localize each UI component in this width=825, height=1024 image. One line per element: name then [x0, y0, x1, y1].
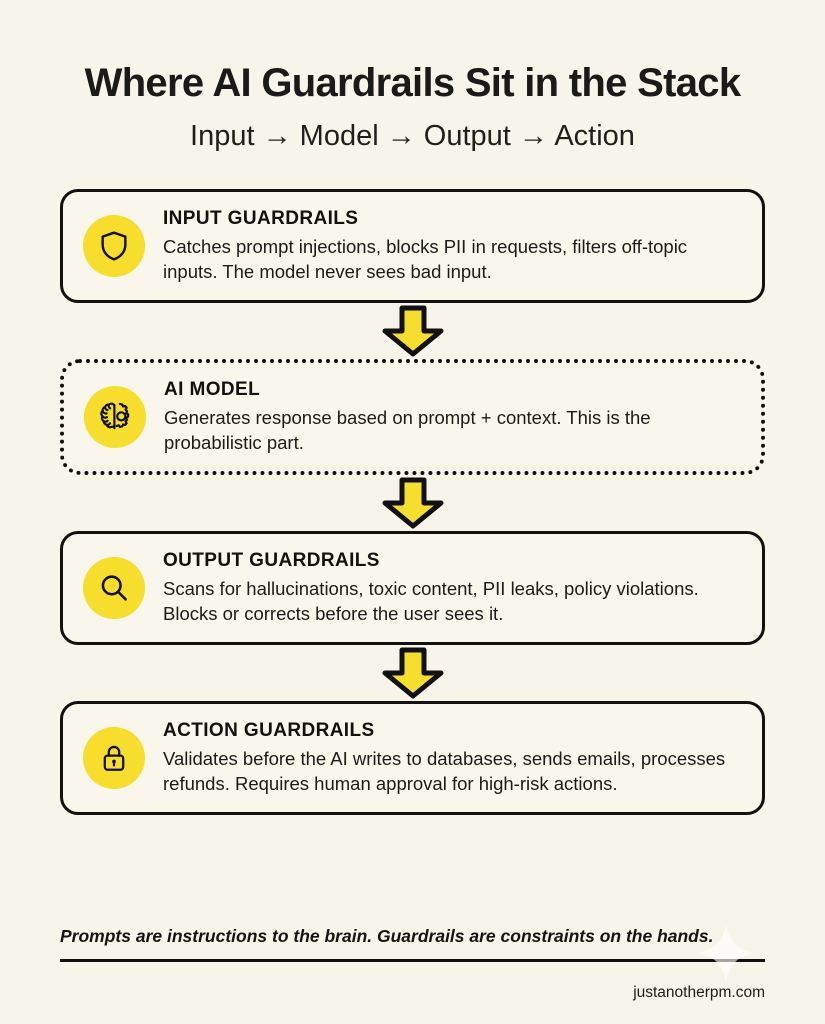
flow-card-title: INPUT GUARDRAILS [163, 208, 359, 230]
flow-card-title: AI MODEL [164, 379, 261, 401]
flow-card-body: INPUT GUARDRAILS Catches prompt injectio… [163, 208, 740, 284]
flow-card-body: AI MODEL Generates response based on pro… [164, 379, 739, 455]
footer-divider [60, 959, 765, 962]
flow-card-ai-model: AI MODEL Generates response based on pro… [60, 359, 765, 476]
flow-card-output-guardrails: OUTPUT GUARDRAILS Scans for hallucinatio… [60, 531, 765, 646]
site-attribution: justanotherpm.com [633, 984, 765, 1001]
footer-quote: Prompts are instructions to the brain. G… [60, 926, 714, 947]
flow-card-description: Validates before the AI writes to databa… [163, 748, 726, 794]
flow-card-body: ACTION GUARDRAILS Validates before the A… [163, 720, 740, 796]
brain-gear-icon [84, 386, 146, 449]
flow-card-action-guardrails: ACTION GUARDRAILS Validates before the A… [60, 701, 765, 816]
down-arrow-icon [60, 645, 765, 701]
footer: Prompts are instructions to the brain. G… [60, 923, 765, 1002]
flow-card-input-guardrails: INPUT GUARDRAILS Catches prompt injectio… [60, 189, 765, 304]
page-subtitle: Input → Model → Output → Action [190, 120, 635, 153]
header: Where AI Guardrails Sit in the Stack Inp… [60, 0, 765, 153]
flow-card-body: OUTPUT GUARDRAILS Scans for hallucinatio… [163, 550, 740, 626]
page-title: Where AI Guardrails Sit in the Stack [84, 61, 741, 105]
down-arrow-icon [60, 303, 765, 359]
down-arrow-icon [60, 475, 765, 531]
flow-card-description: Catches prompt injections, blocks PII in… [163, 235, 688, 282]
flow-card-description: Scans for hallucinations, toxic content,… [163, 577, 699, 624]
guardrail-flow: INPUT GUARDRAILS Catches prompt injectio… [60, 189, 765, 816]
lock-icon [83, 727, 145, 790]
flow-card-description: Generates response based on prompt + con… [164, 406, 651, 453]
flow-card-title: ACTION GUARDRAILS [163, 720, 375, 742]
shield-icon [83, 215, 145, 278]
flow-card-title: OUTPUT GUARDRAILS [163, 550, 380, 572]
magnifier-icon [83, 557, 145, 620]
